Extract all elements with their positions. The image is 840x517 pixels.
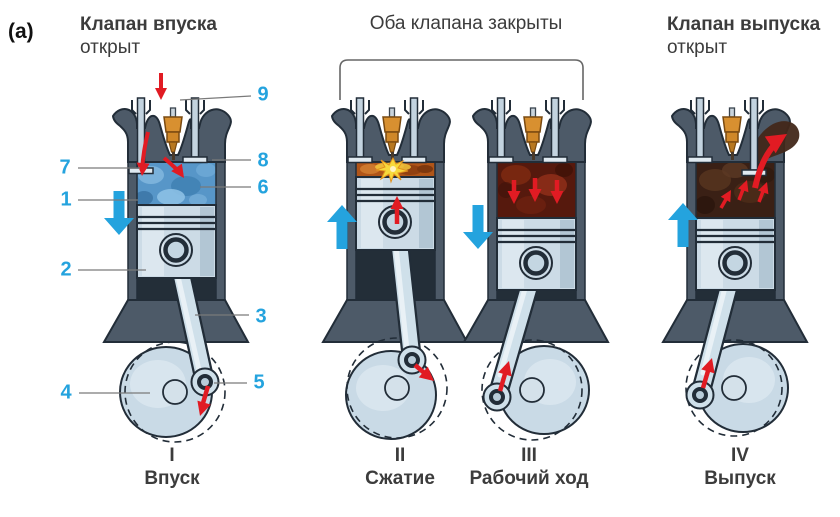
spark-plug — [163, 107, 183, 160]
intake-valve-head-closed — [687, 156, 713, 164]
crank-rotation-arrow — [413, 363, 434, 381]
stroke-1-numeral: I — [169, 445, 175, 466]
callout-1: 1 — [60, 188, 72, 211]
piston — [695, 217, 776, 291]
crank-rotation-arrow — [700, 358, 715, 389]
callout-3: 3 — [255, 305, 267, 328]
valve-train — [687, 97, 767, 177]
callout-8: 8 — [257, 149, 269, 172]
piston-motion-arrow-down — [463, 205, 493, 249]
valve-spring-retainers — [350, 100, 424, 115]
rotation-path-dashed — [481, 339, 583, 441]
callout-7: 7 — [59, 156, 71, 179]
engine-stroke-2-compression — [321, 97, 469, 440]
stroke-4-numeral: IV — [731, 445, 749, 466]
spark-plug — [722, 107, 742, 160]
caption-intake-state: открыт — [80, 37, 141, 58]
valve-spring-retainers — [491, 100, 565, 115]
valve-train — [488, 97, 568, 164]
piston — [136, 204, 217, 279]
stroke-2-numeral: II — [394, 445, 406, 466]
callout-9: 9 — [257, 83, 269, 106]
callout-6: 6 — [257, 176, 269, 199]
engine-stroke-1-intake — [102, 73, 250, 443]
crank-pin — [190, 367, 220, 397]
spark-plug — [523, 107, 543, 160]
rotation-path-dashed — [124, 341, 226, 443]
exhaust-valve-head-closed — [182, 156, 208, 164]
valve-spring-retainers — [690, 100, 764, 115]
stroke-1-name: Впуск — [144, 468, 200, 489]
expansion-arrows — [507, 178, 564, 204]
intake-flow-arrows — [136, 73, 184, 178]
crankshaft-axis — [721, 375, 747, 401]
stroke-3-name: Рабочий ход — [469, 468, 589, 489]
valve-spring-retainers — [131, 100, 205, 115]
exhaust-valve-head-open — [741, 169, 767, 177]
intake-valve-head-closed — [347, 156, 373, 164]
crankshaft-axis — [384, 375, 410, 401]
valve-train — [347, 97, 427, 164]
crank-rotation-arrow — [197, 385, 211, 416]
engine-stroke-4-exhaust — [661, 97, 809, 437]
intake-valve-head-closed — [488, 156, 514, 164]
piston-motion-arrow-down — [104, 191, 134, 235]
wrist-pin — [718, 246, 752, 280]
caption-intake-valve: Клапан впуска открыт — [80, 13, 217, 59]
exhaust-flow-arrows — [719, 134, 787, 209]
caption-both-valves: Оба клапана закрыты — [369, 13, 563, 34]
stroke-label-1: I Впуск — [92, 444, 252, 490]
wrist-pin — [159, 233, 193, 267]
wrist-pin — [519, 246, 553, 280]
crankcase-skirt — [661, 299, 809, 343]
callout-leader-lines — [78, 95, 252, 394]
crank-rotation-arrow — [497, 361, 512, 392]
exhaust-valve-head-closed — [542, 156, 568, 164]
rotation-path-dashed — [346, 337, 448, 439]
rotation-path-dashed — [685, 339, 783, 437]
piston-motion-arrow-up — [668, 203, 698, 247]
callout-5: 5 — [253, 371, 265, 394]
stroke-label-2: II Сжатие — [320, 444, 480, 490]
compression-arrow — [390, 196, 404, 224]
caption-exhaust-state: открыт — [667, 37, 728, 58]
figure-label: (a) — [8, 20, 34, 43]
crankshaft-axis — [162, 379, 188, 405]
stroke-label-4: IV Выпуск — [660, 444, 820, 490]
engine-stroke-3-power — [462, 97, 610, 441]
stroke-label-3: III Рабочий ход — [439, 444, 619, 490]
stroke-4-name: Выпуск — [704, 468, 776, 489]
crankshaft-axis — [519, 377, 545, 403]
stroke-3-numeral: III — [521, 445, 537, 466]
caption-intake-title: Клапан впуска — [80, 14, 217, 35]
stroke-2-name: Сжатие — [365, 468, 435, 489]
crank-pin — [685, 380, 715, 410]
crank-pin — [482, 382, 512, 412]
both-valves-bracket — [339, 59, 584, 100]
piston — [496, 217, 577, 291]
caption-exhaust-valve: Клапан выпуска открыт — [667, 13, 820, 59]
piston — [355, 176, 436, 251]
caption-exhaust-title: Клапан выпуска — [667, 14, 821, 35]
callout-2: 2 — [60, 258, 72, 281]
exhaust-valve-head-closed — [401, 156, 427, 164]
crankcase-skirt — [462, 299, 610, 343]
callout-4: 4 — [60, 381, 72, 404]
ignition-flame — [375, 156, 411, 184]
spark-plug — [382, 107, 402, 160]
piston-motion-arrow-up — [327, 205, 357, 249]
